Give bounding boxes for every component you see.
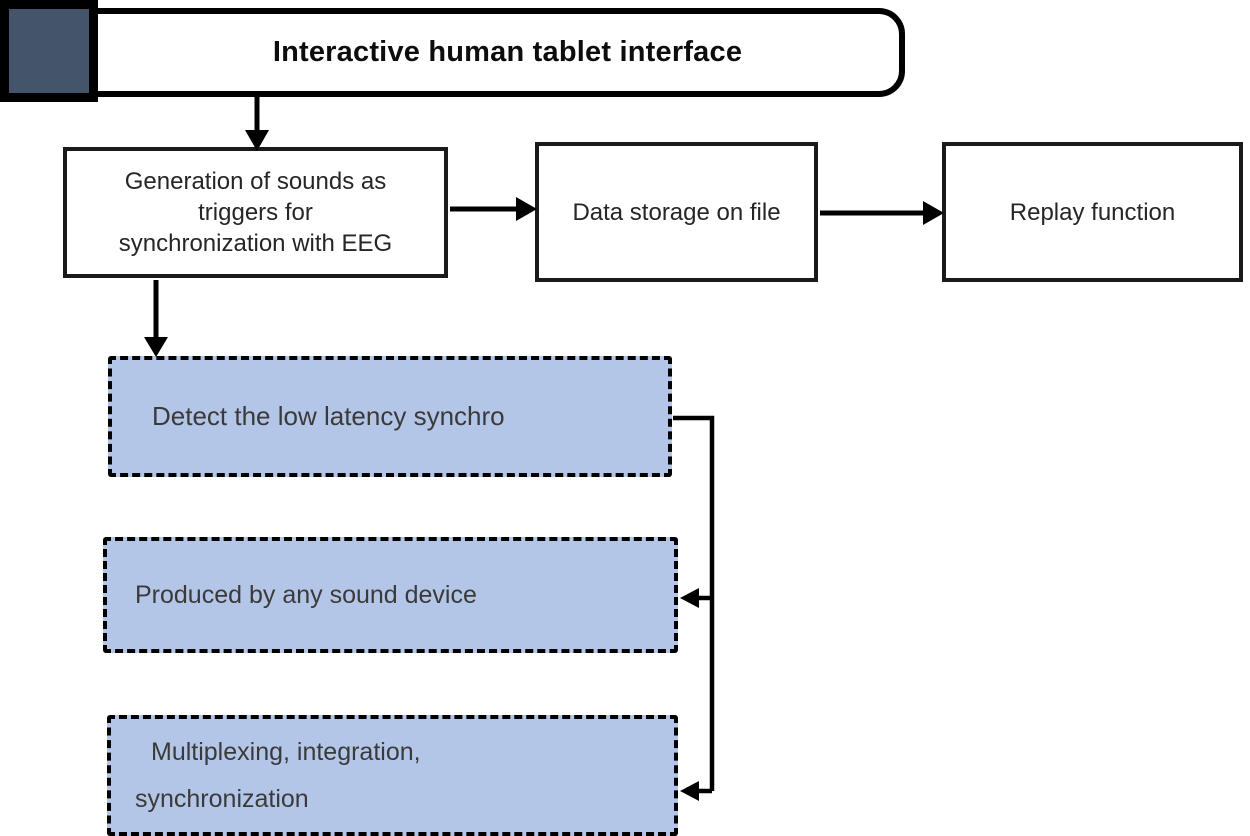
- node-replay-function: Replay function: [942, 142, 1243, 282]
- node-data-storage-label: Data storage on file: [572, 198, 781, 226]
- node-multiplexing: Multiplexing, integration, synchronizati…: [107, 715, 678, 836]
- node-replay-label: Replay function: [1009, 198, 1176, 226]
- node-detect-label: Detect the low latency synchro: [152, 401, 505, 431]
- arrow-storage-to-replay: [820, 201, 944, 225]
- node-generation-label: Generation of sounds as triggers for syn…: [118, 168, 393, 257]
- node-produced-by-sound-device: Produced by any sound device: [103, 537, 678, 653]
- arrow-title-to-generation: [245, 95, 269, 151]
- connector-detect-to-produced-and-multiplexing: [673, 415, 715, 801]
- arrow-generation-to-detect: [144, 280, 168, 357]
- node-data-storage: Data storage on file: [535, 142, 818, 282]
- node-multiplexing-label: Multiplexing, integration, synchronizati…: [135, 737, 421, 813]
- title-bar: Interactive human tablet interface: [14, 8, 905, 97]
- node-produced-label: Produced by any sound device: [135, 580, 477, 609]
- title-bar-label: Interactive human tablet interface: [272, 36, 743, 68]
- title-corner-square: [0, 0, 98, 102]
- node-detect-low-latency: Detect the low latency synchro: [108, 356, 672, 477]
- arrow-generation-to-storage: [450, 197, 537, 221]
- node-generation-of-sounds: Generation of sounds as triggers for syn…: [63, 147, 448, 278]
